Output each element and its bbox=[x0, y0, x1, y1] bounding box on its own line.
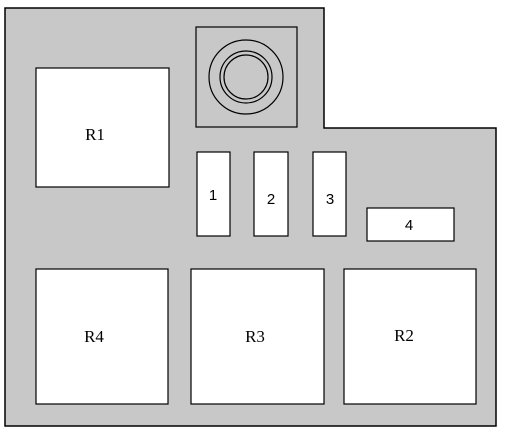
relay-r3-label: R3 bbox=[245, 327, 265, 346]
relay-r4-body bbox=[35, 268, 169, 405]
relay-r1: R1 bbox=[35, 67, 170, 188]
fuse-1-body bbox=[196, 151, 231, 237]
relay-r3-body bbox=[190, 268, 325, 405]
fuse-4-body bbox=[366, 207, 455, 242]
fuse-3-body bbox=[312, 151, 347, 237]
relay-r2: R2 bbox=[343, 268, 477, 405]
relay-r2-label: R2 bbox=[394, 326, 414, 345]
relay-r4: R4 bbox=[35, 268, 169, 405]
fuse-2-body bbox=[253, 151, 289, 237]
ground-stud bbox=[195, 26, 298, 128]
relay-r1-body bbox=[35, 67, 170, 188]
relay-r3: R3 bbox=[190, 268, 325, 405]
relay-r2-body bbox=[343, 268, 477, 405]
fuse-4: 4 bbox=[366, 207, 455, 242]
fuse-3: 3 bbox=[312, 151, 347, 237]
fuse-1-label: 1 bbox=[209, 187, 217, 204]
fuse-2: 2 bbox=[253, 151, 289, 237]
fuse-2-label: 2 bbox=[267, 191, 275, 208]
relay-r1-label: R1 bbox=[85, 125, 105, 144]
ground-stud-inner-ring bbox=[223, 54, 269, 100]
fuse-4-label: 4 bbox=[405, 217, 413, 234]
fuse-3-label: 3 bbox=[326, 191, 334, 208]
fuse-1: 1 bbox=[196, 151, 231, 237]
relay-r4-label: R4 bbox=[84, 327, 104, 346]
